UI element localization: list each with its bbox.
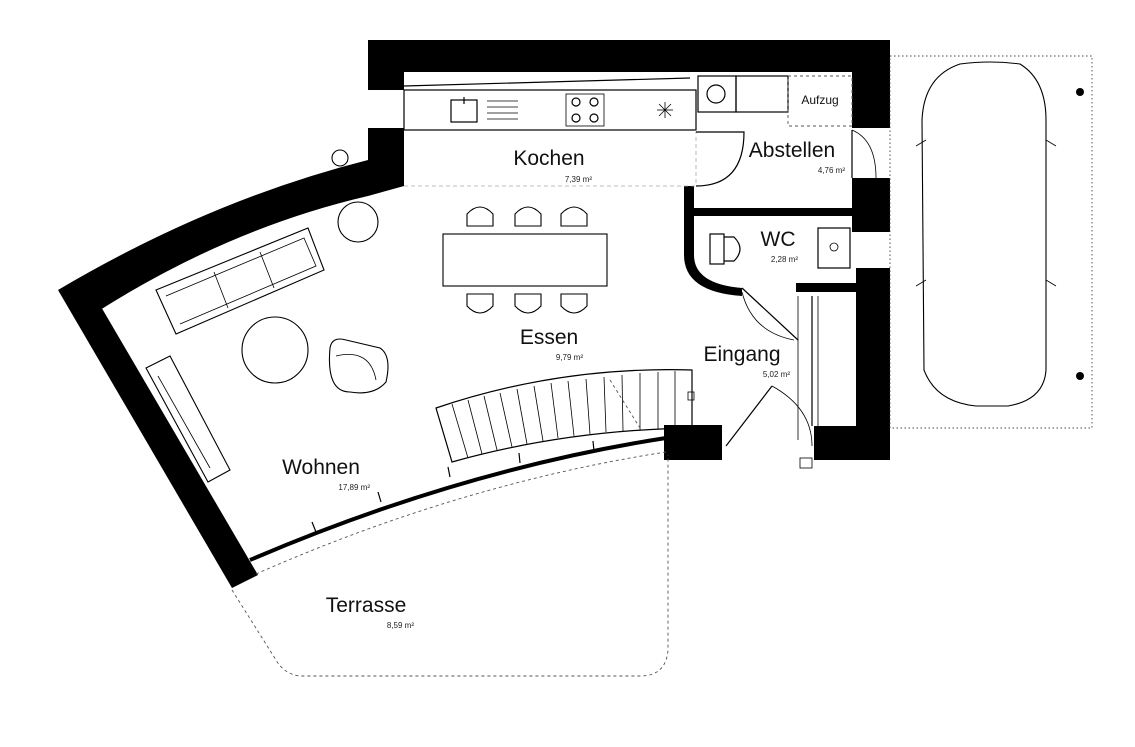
room-name-wc: WC <box>761 228 796 251</box>
walls <box>58 40 890 588</box>
plant-icon <box>331 149 349 167</box>
room-area-wc: 2,28 m² <box>771 255 798 264</box>
sofa <box>155 227 325 335</box>
armchair <box>328 338 389 394</box>
room-name-abstellen: Abstellen <box>749 139 835 162</box>
wall-right-upper <box>852 60 890 128</box>
chair <box>514 206 542 227</box>
room-name-terrasse: Terrasse <box>326 594 407 617</box>
wc-fixtures <box>709 227 851 341</box>
staircase <box>435 369 695 463</box>
chair <box>514 293 542 314</box>
room-area-terrasse: 8,59 m² <box>387 621 414 630</box>
terrace-outline <box>231 455 669 677</box>
wall-wc-bottom <box>796 283 856 292</box>
kitchen-counter <box>403 77 697 187</box>
living-furniture <box>145 149 389 483</box>
entrance-door <box>725 296 819 469</box>
wall-wc-left <box>684 186 742 296</box>
storage-fixtures <box>695 75 877 187</box>
wall-wc-top <box>684 208 856 216</box>
sideboard <box>145 355 231 483</box>
room-area-eingang: 5,02 m² <box>763 370 790 379</box>
extractor-fan-icon <box>657 102 673 118</box>
room-name-eingang: Eingang <box>703 343 780 366</box>
carport <box>889 55 1093 429</box>
room-area-essen: 9,79 m² <box>556 353 583 362</box>
room-labels: Kochen 7,39 m² Abstellen 4,76 m² WC 2,28… <box>282 93 845 630</box>
dining-set <box>442 206 608 314</box>
wall-kitchen-corner <box>368 128 404 196</box>
room-area-wohnen: 17,89 m² <box>338 483 370 492</box>
wall-curved-left <box>58 160 368 310</box>
room-name-essen: Essen <box>520 326 578 349</box>
round-chair <box>337 201 379 243</box>
wall-entry-block <box>814 426 856 460</box>
elevator-label: Aufzug <box>801 93 838 107</box>
room-area-kochen: 7,39 m² <box>565 175 592 184</box>
coffee-table <box>241 316 309 384</box>
wall-west <box>58 290 258 588</box>
wall-stair-end <box>664 425 722 460</box>
room-name-wohnen: Wohnen <box>282 456 360 479</box>
chair <box>560 206 588 227</box>
sink <box>450 97 518 123</box>
car-icon <box>921 61 1047 407</box>
wall-right-mid <box>852 178 890 232</box>
chair <box>560 293 588 314</box>
room-area-abstellen: 4,76 m² <box>818 166 845 175</box>
cooktop <box>565 93 605 127</box>
wall-right-lower <box>856 268 890 460</box>
chair <box>466 293 494 314</box>
dining-table <box>442 233 608 287</box>
room-name-kochen: Kochen <box>513 147 584 170</box>
curved-window <box>249 436 667 575</box>
wall-top <box>368 40 890 90</box>
chair <box>466 206 494 227</box>
